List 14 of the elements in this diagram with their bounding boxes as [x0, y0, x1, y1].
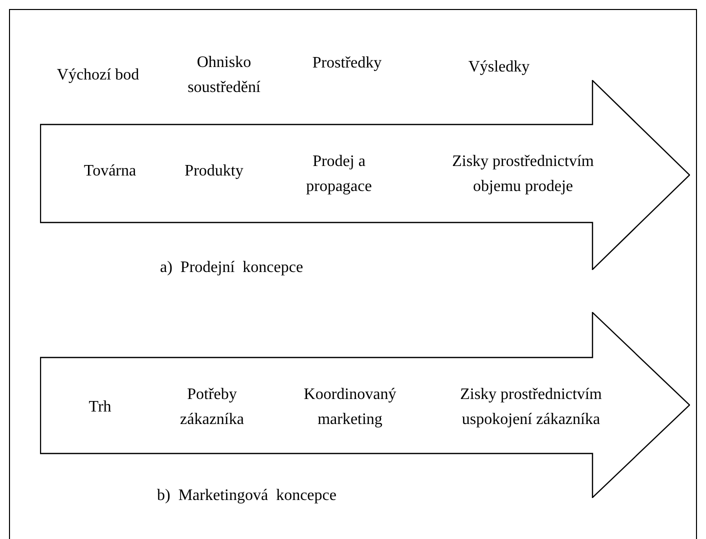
column-heading: Ohnisko soustředění [186, 53, 262, 98]
column-heading: Prostředky [311, 54, 383, 74]
stage-text: Prodej a propagace [305, 152, 373, 197]
stage-text: Trh [88, 398, 112, 418]
column-heading: Výchozí bod [56, 66, 140, 86]
stage-text: Zisky prostřednictvím objemu prodeje [451, 152, 595, 197]
stage-text: Potřeby zákazníka [179, 385, 245, 430]
stage-text: Koordinovaný marketing [302, 385, 398, 430]
concept-caption: b) Marketingová koncepce [157, 486, 336, 506]
stage-text: Produkty [184, 162, 244, 182]
stage-text: Továrna [84, 162, 136, 182]
column-heading: Výsledky [467, 58, 531, 78]
stage-text: Zisky prostřednictvím uspokojení zákazníka [459, 385, 603, 430]
concept-caption: a) Prodejní koncepce [160, 258, 304, 278]
